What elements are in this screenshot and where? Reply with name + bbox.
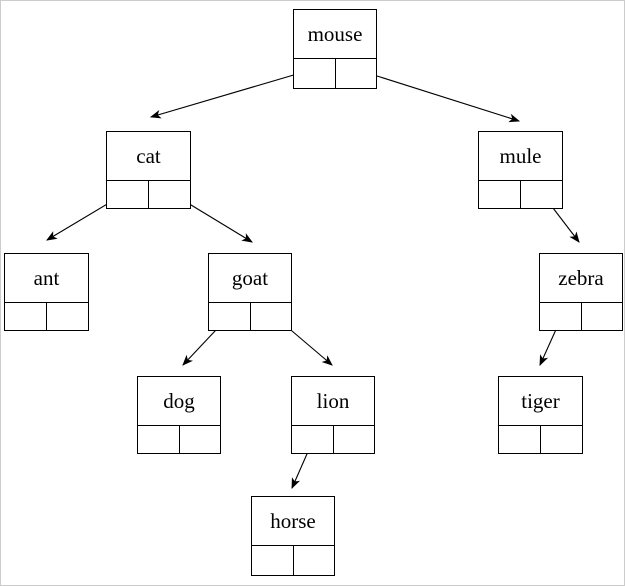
tree-node-pointer-row <box>479 181 562 208</box>
tree-node-lion[interactable]: lion <box>291 376 375 454</box>
right-pointer-cell <box>250 303 291 330</box>
left-pointer-cell <box>5 303 47 330</box>
tree-edge-mouse-to-mule <box>354 68 521 123</box>
tree-node-label: tiger <box>499 377 582 426</box>
right-pointer-cell <box>521 181 562 208</box>
tree-node-pointer-row <box>138 426 220 453</box>
right-pointer-cell <box>179 426 220 453</box>
right-pointer-cell <box>47 303 88 330</box>
tree-node-label: dog <box>138 377 220 426</box>
left-pointer-cell <box>479 181 521 208</box>
right-pointer-cell <box>335 59 376 88</box>
left-pointer-cell <box>499 426 541 453</box>
left-pointer-cell <box>107 181 149 208</box>
tree-node-pointer-row <box>540 303 622 330</box>
left-pointer-cell <box>252 546 294 575</box>
tree-node-label: cat <box>107 132 190 181</box>
tree-node-pointer-row <box>5 303 88 330</box>
tree-edge-mouse-to-cat <box>149 68 315 119</box>
tree-node-label: ant <box>5 254 88 303</box>
tree-node-label: goat <box>209 254 291 303</box>
tree-node-label: lion <box>292 377 374 426</box>
right-pointer-cell <box>541 426 582 453</box>
tree-node-pointer-row <box>252 546 334 575</box>
left-pointer-cell <box>540 303 582 330</box>
tree-node-dog[interactable]: dog <box>137 376 221 454</box>
right-pointer-cell <box>149 181 190 208</box>
right-pointer-cell <box>581 303 622 330</box>
tree-node-mouse[interactable]: mouse <box>293 9 377 89</box>
tree-node-label: mule <box>479 132 562 181</box>
left-pointer-cell <box>294 59 336 88</box>
tree-node-mule[interactable]: mule <box>478 131 563 209</box>
left-pointer-cell <box>209 303 251 330</box>
tree-node-label: zebra <box>540 254 622 303</box>
left-pointer-cell <box>292 426 334 453</box>
tree-node-goat[interactable]: goat <box>208 253 292 331</box>
tree-node-label: horse <box>252 497 334 546</box>
tree-node-zebra[interactable]: zebra <box>539 253 623 331</box>
tree-node-pointer-row <box>292 426 374 453</box>
right-pointer-cell <box>333 426 374 453</box>
tree-node-label: mouse <box>294 10 376 59</box>
tree-node-tiger[interactable]: tiger <box>498 376 583 454</box>
tree-node-ant[interactable]: ant <box>4 253 89 331</box>
right-pointer-cell <box>293 546 334 575</box>
tree-node-pointer-row <box>107 181 190 208</box>
tree-node-pointer-row <box>209 303 291 330</box>
tree-node-pointer-row <box>294 59 376 88</box>
tree-node-pointer-row <box>499 426 582 453</box>
tree-node-cat[interactable]: cat <box>106 131 191 209</box>
left-pointer-cell <box>138 426 180 453</box>
tree-node-horse[interactable]: horse <box>251 496 335 576</box>
